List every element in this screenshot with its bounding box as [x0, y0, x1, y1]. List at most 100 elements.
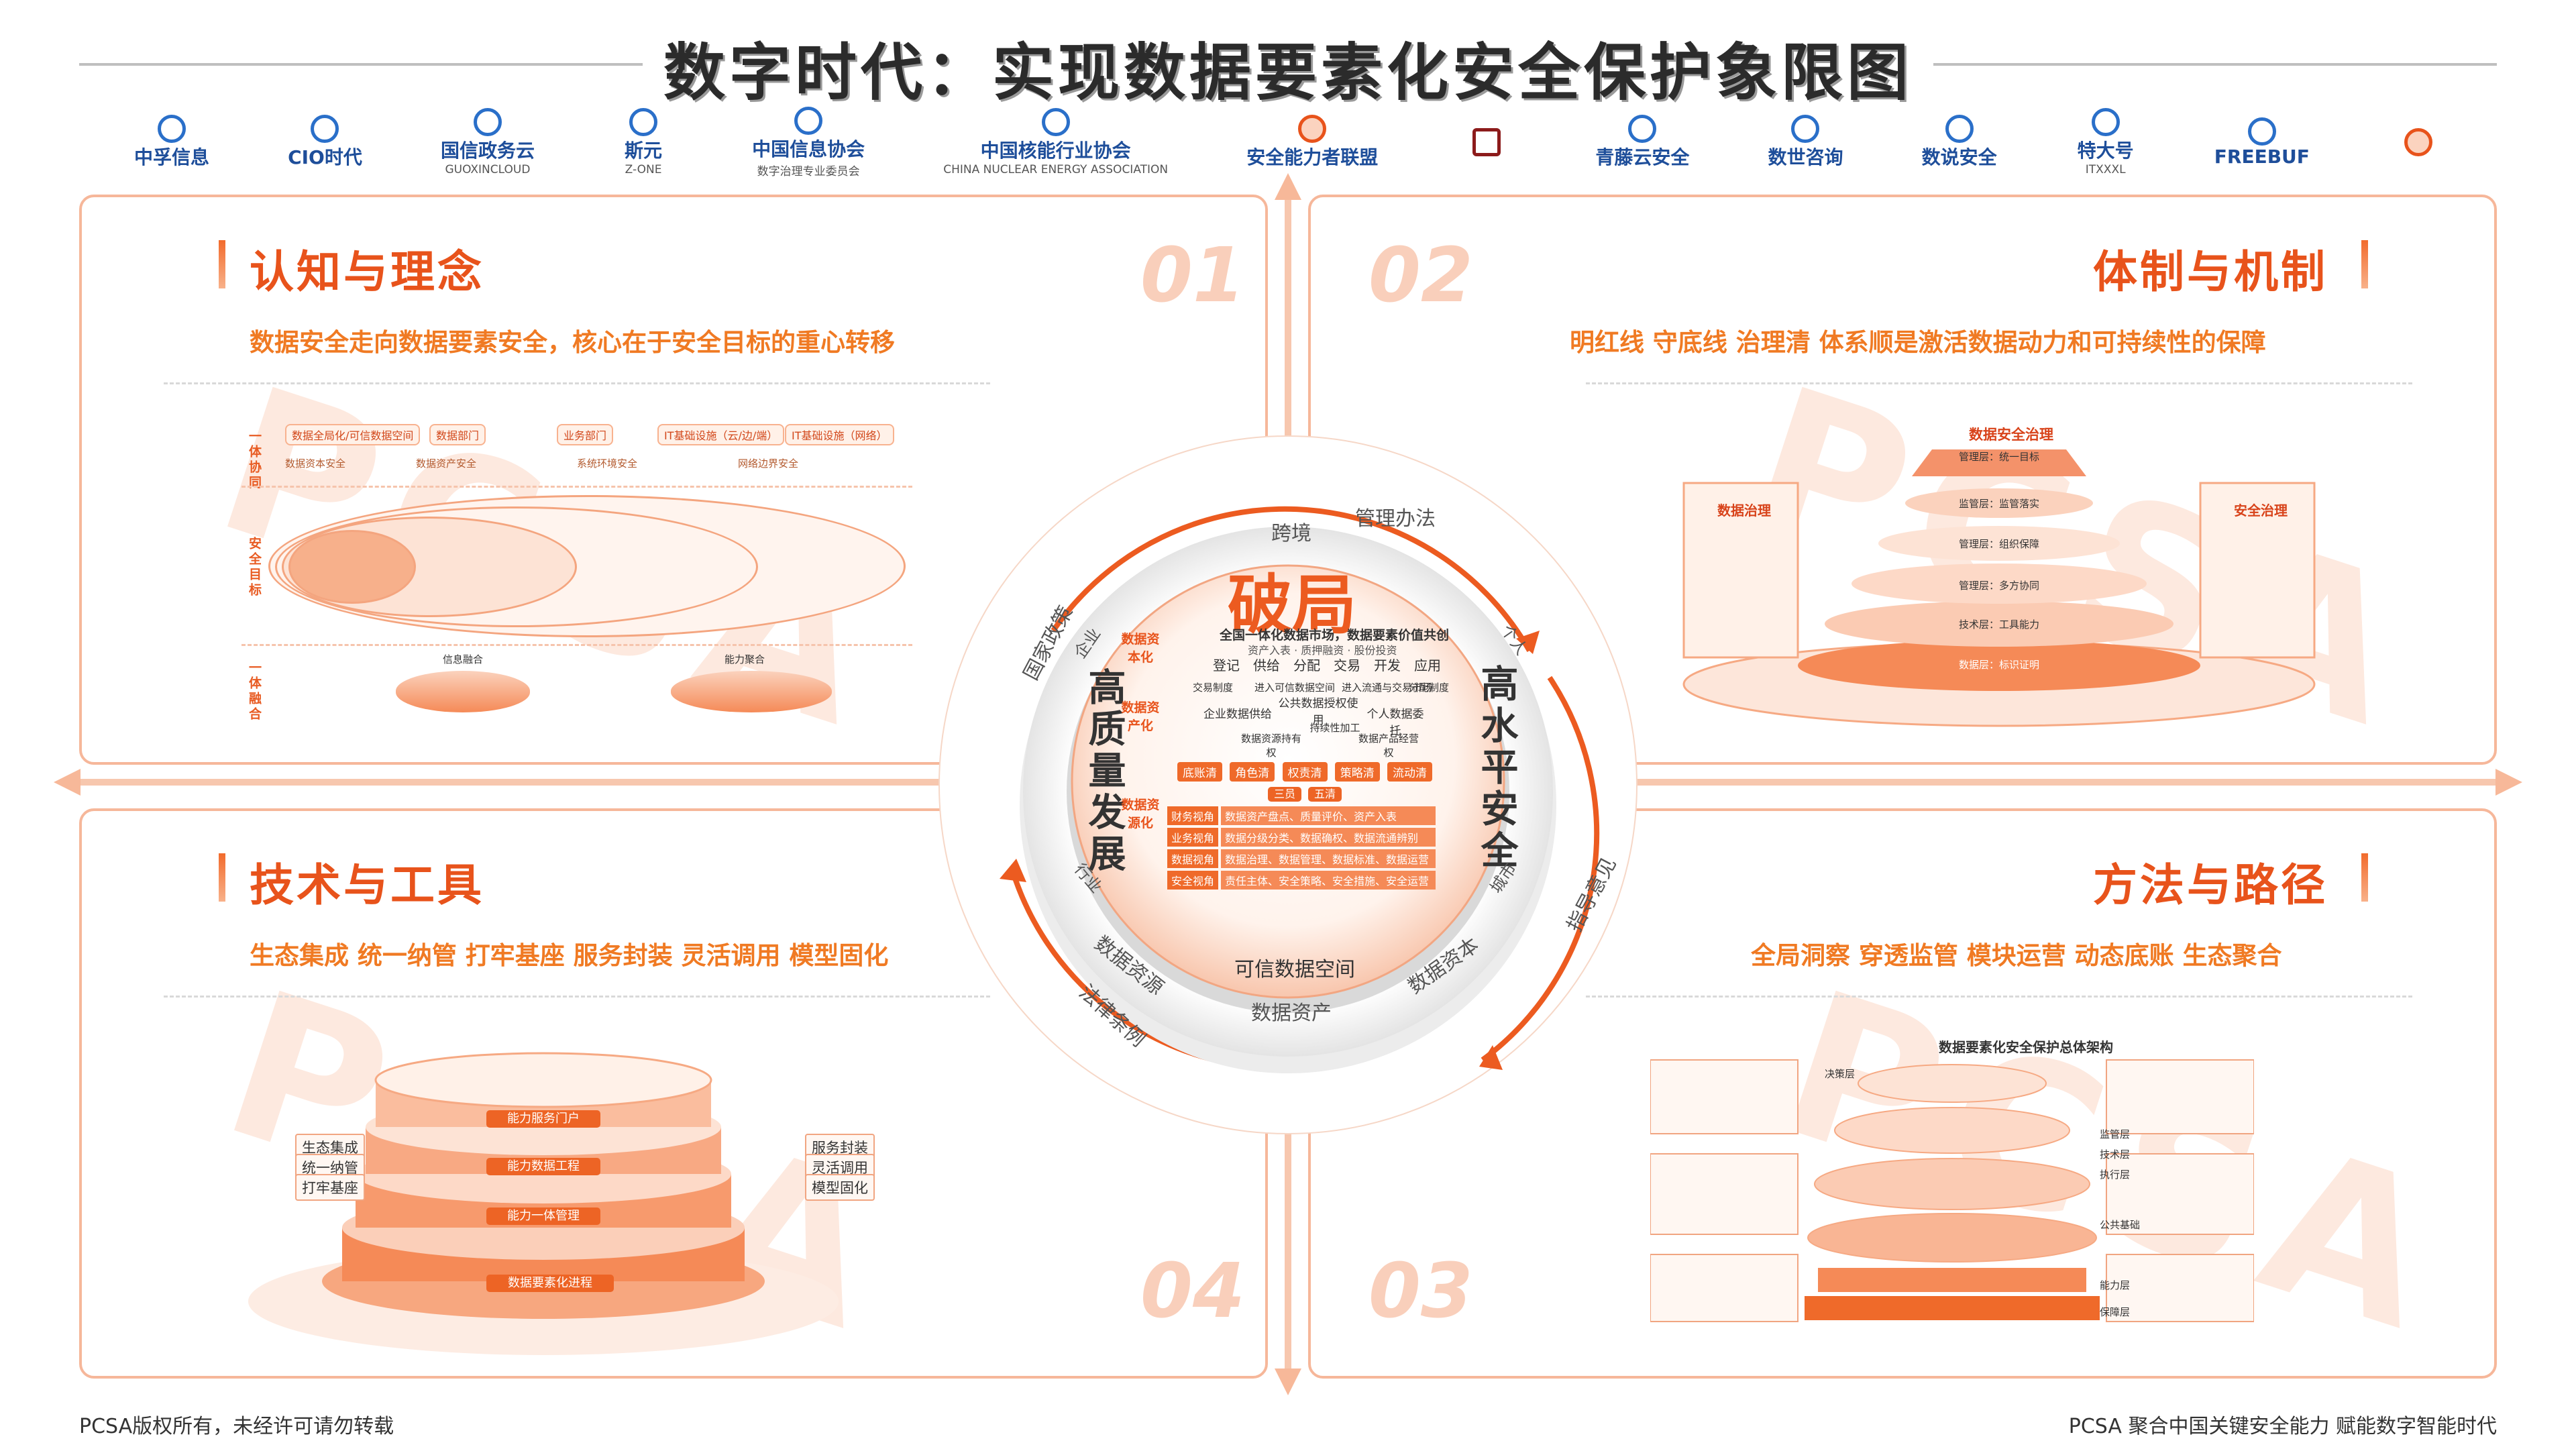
supply-box: 企业数据供给 [1203, 708, 1272, 721]
perspective-label: 安全视角 [1167, 871, 1219, 890]
shushi-logo: 数世咨询 [1768, 115, 1843, 170]
supply-box: 个人数据委托 [1366, 708, 1424, 738]
q1-chip: IT基础设施（网络） [785, 424, 894, 445]
center-right-vertical: 高水平安全 [1474, 664, 1518, 872]
orange-logo [2388, 128, 2449, 156]
q3-side-label: 公共基础 [2100, 1219, 2141, 1231]
q4-left-tag: 打牢基座 [295, 1174, 365, 1201]
logo-name: 特大号 [2077, 140, 2134, 162]
logo-name: 安全能力者联盟 [1246, 146, 1379, 168]
policy-tag: 分配制度 [1409, 682, 1450, 694]
q1-divider [164, 382, 990, 384]
freebuf-icon [2247, 117, 2276, 146]
zone-icon [629, 108, 658, 136]
q2-label-layer: 技术层：工具能力 [1959, 619, 2040, 631]
q3-number: 03 [1368, 1248, 1473, 1335]
flow-step: 登记 [1213, 657, 1240, 674]
q4-layer-management: 能力一体管理 [486, 1208, 600, 1225]
right-box: 数据产品经营权 [1358, 733, 1419, 759]
perspective-rows: 财务视角数据资产盘点、质量评价、资产入表业务视角数据分级分类、数据确权、数据流通… [1167, 806, 1436, 892]
xinxi-icon [794, 106, 823, 135]
stage-capitalization: 数据资本化 [1121, 632, 1160, 665]
perspective-row: 财务视角数据资产盘点、质量评价、资产入表 [1167, 806, 1436, 825]
perspective-row: 安全视角责任主体、安全策略、安全措施、安全运营 [1167, 871, 1436, 890]
seal-logo [1456, 128, 1517, 156]
clear-row: 底账清角色清权责清策略清流动清 [1177, 762, 1432, 782]
q3-divider [1586, 996, 2412, 998]
clear-tag: 权责清 [1282, 762, 1328, 782]
perspective-text: 数据治理、数据管理、数据标准、数据运营 [1221, 849, 1436, 868]
flow-step: 供给 [1253, 657, 1280, 674]
logo-name: 国信政务云 [440, 140, 535, 162]
q1-info-fusion: 信息融合 [443, 653, 484, 665]
perspective-label: 业务视角 [1167, 828, 1219, 847]
q2-number: 02 [1368, 232, 1473, 319]
q1-number: 01 [1140, 232, 1245, 319]
ring-label: 管理办法 [1355, 507, 1436, 531]
logo-name: CIO时代 [288, 146, 362, 168]
logo-name: 斯元 [625, 140, 663, 162]
itxxxl-icon [2091, 108, 2120, 136]
qingteng-icon [1628, 115, 1657, 143]
shushi-sec-icon [1945, 115, 1974, 143]
q3-architecture-diagram [1650, 1059, 2254, 1322]
clear-tag: 策略清 [1334, 762, 1380, 782]
q4-layer-portal: 能力服务门户 [486, 1110, 600, 1128]
clear-tag: 流动清 [1387, 762, 1432, 782]
zhongfu-logo: 中孚信息 [134, 115, 209, 170]
q4-layer-process: 数据要素化进程 [486, 1275, 614, 1292]
q4-layer-engineering: 能力数据工程 [486, 1158, 600, 1175]
q2-label-data-governance: 数据治理 [1717, 502, 1771, 519]
q2-title: 体制与机制 [2093, 246, 2328, 298]
q1-goal-core [288, 530, 416, 604]
q4-title-bar [219, 853, 225, 902]
q2-label-security-governance: 安全治理 [2234, 502, 2288, 519]
center-market: 全国一体化数据市场，数据要素价值共创 [1220, 628, 1450, 643]
nuclear-icon [1041, 108, 1070, 136]
logo-name: FREEBUF [2214, 145, 2310, 168]
q1-side-label-fusion: 一体融合 [247, 661, 262, 722]
q4-subtitle: 生态集成 统一纳管 打牢基座 服务封装 灵活调用 模型固化 [250, 941, 889, 970]
alliance-logo: 安全能力者联盟 [1246, 115, 1378, 170]
shushi-icon [1791, 115, 1820, 143]
ring-label: 数据资产 [1251, 1002, 1332, 1025]
q4-number: 04 [1140, 1248, 1245, 1335]
q4-divider [164, 996, 990, 998]
footer-slogan: PCSA 聚合中国关键安全能力 赋能数字智能时代 [2068, 1415, 2497, 1438]
q1-subtitle: 数据安全走向数据要素安全，核心在于安全目标的重心转移 [250, 328, 895, 357]
q3-side-label: 保障层 [2100, 1306, 2131, 1318]
stage-resourcization: 数据资源化 [1121, 798, 1160, 830]
q1-side-label-goal: 安全目标 [247, 537, 262, 598]
policy-tag: 进入可信数据空间 [1254, 682, 1336, 694]
q1-inner-divider-2 [241, 644, 912, 646]
center-headline: 破局 [1228, 568, 1356, 643]
flow-step: 应用 [1414, 657, 1441, 674]
center-left-vertical: 高质量发展 [1082, 667, 1126, 875]
center-flow-row: 登记供给分配交易开发应用 [1213, 655, 1441, 674]
perspective-text: 责任主体、安全策略、安全措施、安全运营 [1221, 871, 1436, 890]
logo-name: 中孚信息 [134, 146, 210, 168]
perspective-row: 业务视角数据分级分类、数据确权、数据流通辨别 [1167, 828, 1436, 847]
q3-side-label: 执行层 [2100, 1169, 2131, 1181]
q1-chip: 业务部门 [557, 424, 614, 445]
logo-name: 数世咨询 [1768, 146, 1843, 168]
logo-name: 中国信息协会 [752, 138, 865, 160]
freebuf-logo: FREEBUF [2214, 117, 2310, 168]
q1-goal-ellipse-mid [275, 506, 758, 627]
clear-tag: 底账清 [1177, 762, 1222, 782]
orange-icon [2404, 128, 2432, 156]
ring-label: 跨境 [1271, 522, 1311, 545]
q1-title: 认知与理念 [250, 246, 484, 298]
q1-tiny-label: 数据资本安全 [285, 458, 346, 470]
q3-title-bar [2361, 853, 2368, 902]
q2-subtitle: 明红线 守底线 治理清 体系顺是激活数据动力和可持续性的保障 [1570, 328, 2266, 357]
xinxi-logo: 中国信息协会数字治理专业委员会 [752, 106, 865, 178]
q1-tiny-label: 系统环境安全 [577, 458, 638, 470]
q2-label-data-security-governance: 数据安全治理 [1969, 427, 2053, 443]
flow-step: 分配 [1293, 657, 1320, 674]
perspective-label: 财务视角 [1167, 806, 1219, 825]
